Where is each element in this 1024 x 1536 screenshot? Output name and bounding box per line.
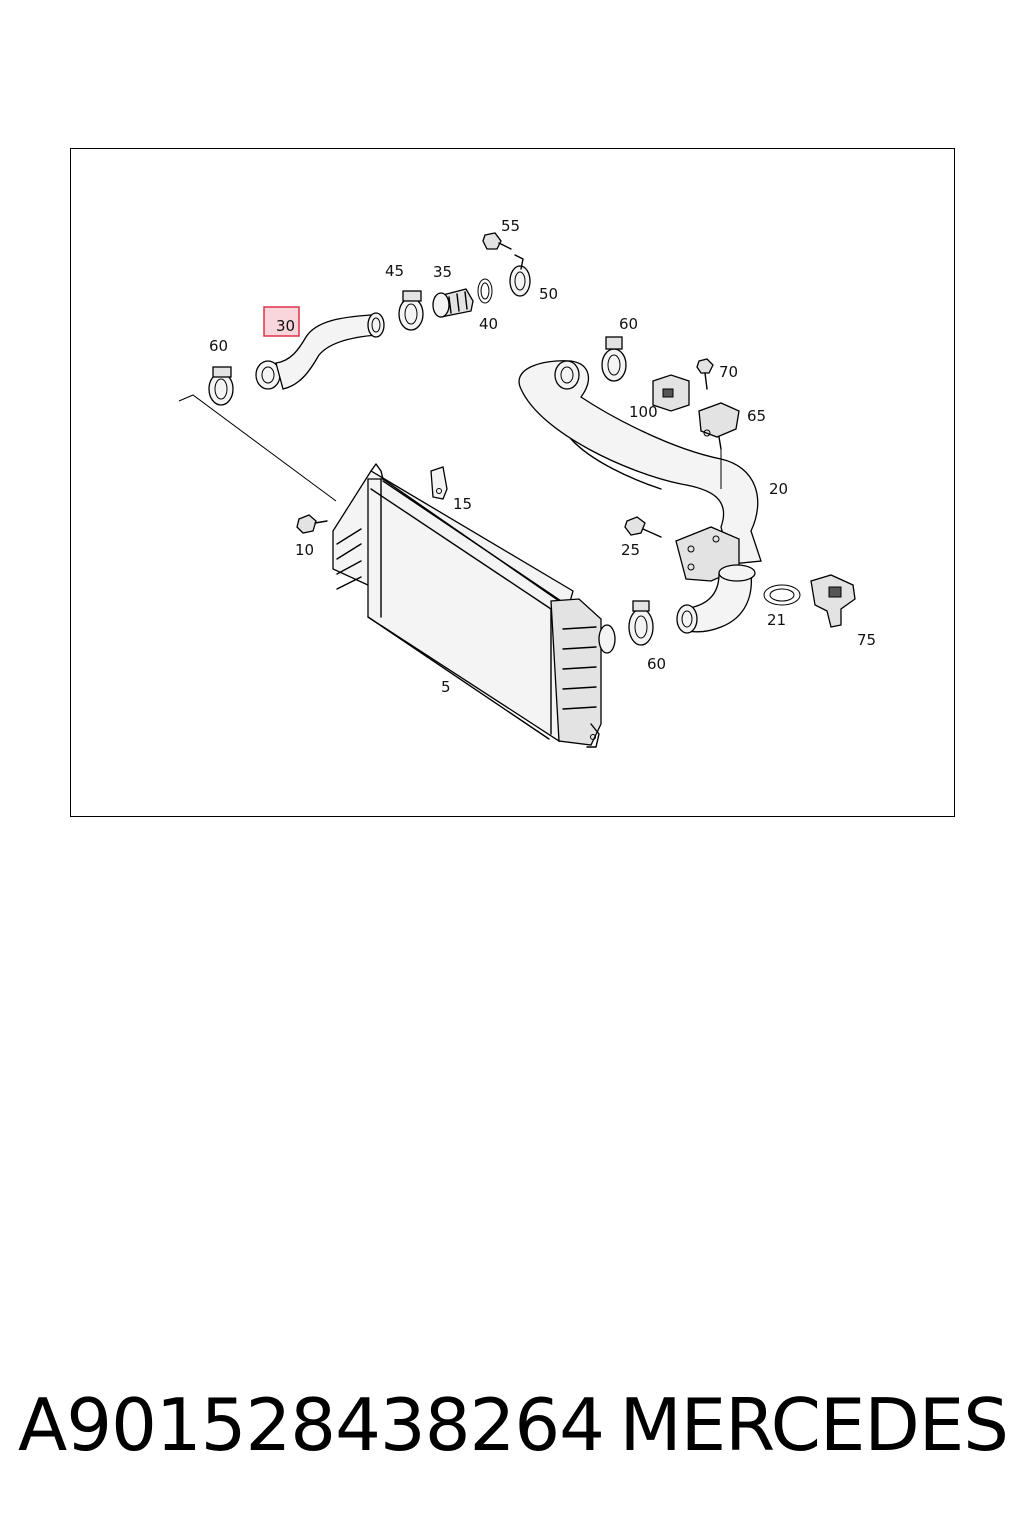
hose-clamp-part-45[interactable] bbox=[398, 290, 424, 331]
bracket-part-15[interactable] bbox=[430, 466, 448, 500]
o-ring-part-21[interactable] bbox=[763, 584, 801, 606]
hose-clamp-part-60-left[interactable] bbox=[208, 366, 234, 406]
charge-air-hose-part-30[interactable] bbox=[255, 312, 385, 390]
callout-55[interactable]: 55 bbox=[501, 217, 520, 235]
callout-21[interactable]: 21 bbox=[767, 611, 786, 629]
callout-75[interactable]: 75 bbox=[857, 631, 876, 649]
callout-40[interactable]: 40 bbox=[479, 315, 498, 333]
callout-45[interactable]: 45 bbox=[385, 262, 404, 280]
parts-diagram-frame: 30 60 45 35 40 55 50 60 70 100 65 20 15 … bbox=[70, 148, 955, 817]
callout-60-left[interactable]: 60 bbox=[209, 337, 228, 355]
callout-60-bottom[interactable]: 60 bbox=[647, 655, 666, 673]
o-ring-part-40[interactable] bbox=[477, 278, 493, 304]
pressure-sensor-part-65[interactable] bbox=[698, 402, 740, 489]
connector-part-35[interactable] bbox=[432, 288, 474, 318]
clamp-part-50[interactable] bbox=[509, 254, 531, 297]
callout-70[interactable]: 70 bbox=[719, 363, 738, 381]
brand-name: MERCEDES bbox=[619, 1383, 1009, 1467]
bolt-part-55[interactable] bbox=[482, 232, 512, 250]
callout-35[interactable]: 35 bbox=[433, 263, 452, 281]
callout-100[interactable]: 100 bbox=[629, 403, 658, 421]
bolt-part-10[interactable] bbox=[296, 514, 328, 534]
callout-65[interactable]: 65 bbox=[747, 407, 766, 425]
intercooler-part-5[interactable] bbox=[332, 463, 616, 748]
callout-20[interactable]: 20 bbox=[769, 480, 788, 498]
charge-air-pipe-part-20[interactable] bbox=[518, 360, 762, 634]
callout-60-top[interactable]: 60 bbox=[619, 315, 638, 333]
callout-50[interactable]: 50 bbox=[539, 285, 558, 303]
callout-15[interactable]: 15 bbox=[453, 495, 472, 513]
bolt-part-25[interactable] bbox=[624, 516, 662, 538]
sensor-part-100[interactable] bbox=[652, 374, 690, 412]
exploded-parts-diagram: 30 60 45 35 40 55 50 60 70 100 65 20 15 … bbox=[178, 217, 876, 748]
callout-30[interactable]: 30 bbox=[276, 317, 295, 335]
highlight-box-part-30 bbox=[263, 306, 300, 337]
leader-line-intercooler bbox=[178, 394, 337, 502]
callout-10[interactable]: 10 bbox=[295, 541, 314, 559]
callout-5[interactable]: 5 bbox=[441, 678, 451, 696]
part-caption: A901528438264 MERCEDES bbox=[18, 1370, 1009, 1480]
bolt-part-70[interactable] bbox=[696, 358, 714, 390]
hose-clamp-part-60-bottom[interactable] bbox=[628, 600, 654, 646]
sensor-part-75[interactable] bbox=[810, 574, 856, 628]
part-number: A901528438264 bbox=[18, 1383, 605, 1467]
hose-clamp-part-60-top[interactable] bbox=[601, 336, 627, 382]
callout-25[interactable]: 25 bbox=[621, 541, 640, 559]
